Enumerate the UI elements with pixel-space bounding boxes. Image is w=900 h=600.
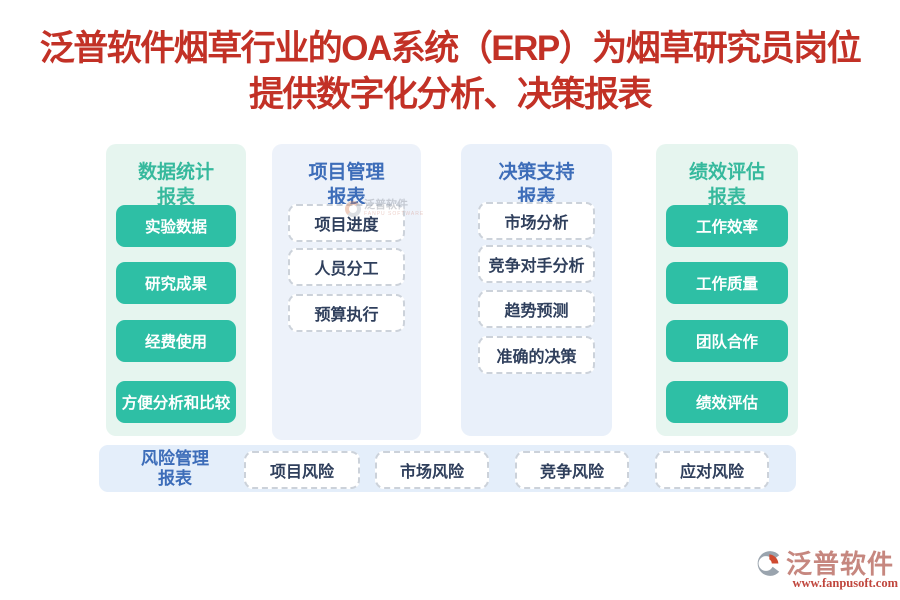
report-item-work-quality: 工作质量 (666, 262, 788, 304)
panel-project-management: 项目管理 报表 项目进度 人员分工 预算执行 (272, 144, 421, 440)
title-line-2: 提供数字化分析、决策报表 (248, 75, 653, 114)
panel-header-line-2: 报表 (707, 187, 746, 208)
report-item-funding-usage: 经费使用 (116, 320, 236, 362)
logo-url: www.fanpusoft.com (792, 576, 898, 590)
panel-decision-support: 决策支持 报表 市场分析 竞争对手分析 趋势预测 准确的决策 (461, 144, 612, 436)
panel-header-line-2: 报表 (156, 187, 195, 208)
report-item-response-risk: 应对风险 (655, 451, 769, 489)
report-item-performance-evaluation: 绩效评估 (666, 381, 788, 423)
panel-header-performance-evaluation: 绩效评估 报表 (656, 144, 798, 210)
panel-header-line-2: 报表 (327, 187, 366, 208)
report-item-market-analysis: 市场分析 (478, 202, 595, 240)
report-item-easy-analysis: 方便分析和比较 (116, 381, 236, 423)
fanpu-logo: 泛普软件 www.fanpusoft.com (748, 544, 898, 594)
panel-header-decision-support: 决策支持 报表 (461, 144, 612, 210)
panel-header-data-statistics: 数据统计 报表 (106, 144, 246, 210)
report-item-team-cooperation: 团队合作 (666, 320, 788, 362)
panel-data-statistics: 数据统计 报表 实验数据 研究成果 经费使用 方便分析和比较 (106, 144, 246, 436)
report-item-experiment-data: 实验数据 (116, 205, 236, 247)
panel-header-line-2: 报表 (158, 469, 192, 488)
report-item-work-efficiency: 工作效率 (666, 205, 788, 247)
title-line-1: 泛普软件烟草行业的OA系统（ERP）为烟草研究员岗位 (39, 29, 862, 68)
report-item-trend-forecast: 趋势预测 (478, 290, 595, 328)
report-item-project-progress: 项目进度 (288, 204, 405, 242)
panel-header-line-1: 绩效评估 (688, 162, 765, 183)
report-item-accurate-decision: 准确的决策 (478, 336, 595, 374)
report-item-research-results: 研究成果 (116, 262, 236, 304)
report-item-market-risk: 市场风险 (375, 451, 489, 489)
panel-header-risk-management: 风险管理 报表 (135, 449, 215, 489)
fanpu-logo-icon (757, 551, 780, 576)
logo-name: 泛普软件 (786, 549, 895, 579)
report-item-competitor-analysis: 竞争对手分析 (478, 245, 595, 283)
panel-header-line-1: 项目管理 (308, 162, 385, 183)
panel-header-line-1: 数据统计 (137, 162, 214, 183)
page-title: 泛普软件烟草行业的OA系统（ERP）为烟草研究员岗位 提供数字化分析、决策报表 (0, 26, 900, 118)
report-item-competition-risk: 竞争风险 (515, 451, 629, 489)
panel-risk-management: 风险管理 报表 项目风险 市场风险 竞争风险 应对风险 (99, 445, 796, 492)
panel-performance-evaluation: 绩效评估 报表 工作效率 工作质量 团队合作 绩效评估 (656, 144, 798, 436)
panel-header-line-1: 风险管理 (141, 449, 209, 468)
report-item-budget-execution: 预算执行 (288, 294, 405, 332)
panel-header-line-1: 决策支持 (498, 162, 575, 183)
report-item-staff-division: 人员分工 (288, 248, 405, 286)
panel-header-project-management: 项目管理 报表 (272, 144, 421, 210)
report-item-project-risk: 项目风险 (244, 451, 360, 489)
